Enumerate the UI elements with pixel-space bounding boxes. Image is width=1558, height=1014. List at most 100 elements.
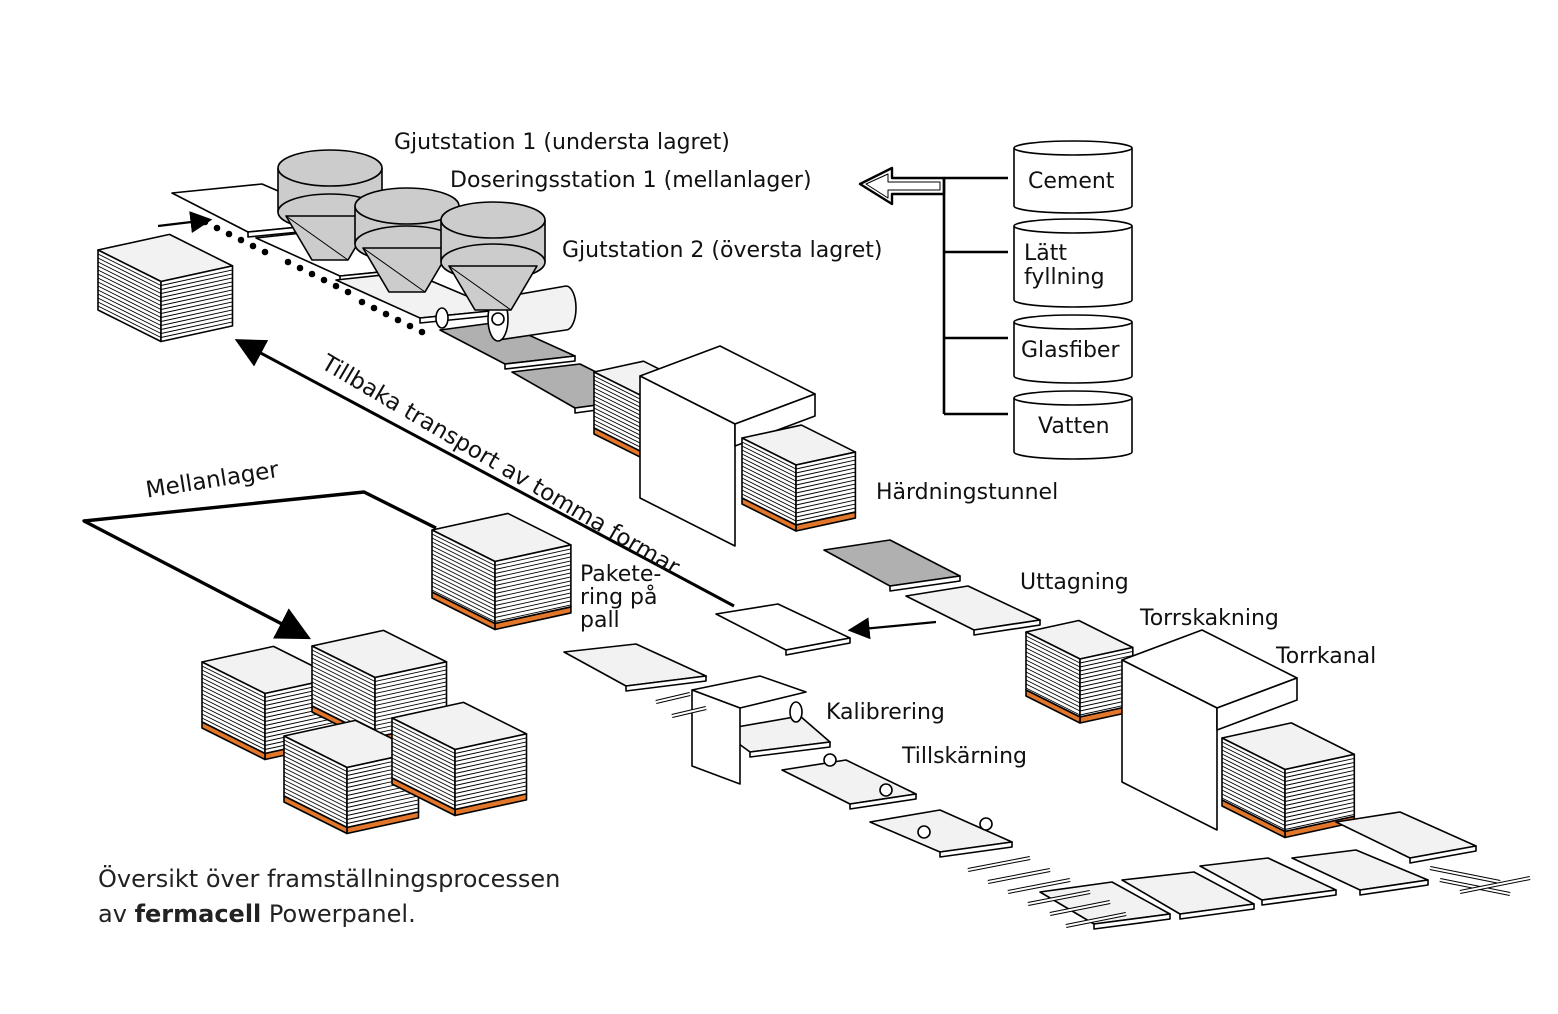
roller-bar-hl <box>655 693 691 703</box>
stack-into-tunnel-line <box>593 419 649 448</box>
arrow-mellanlager <box>82 490 437 640</box>
lager-stack-2-line <box>374 697 447 714</box>
label-paketering-line3: pall <box>580 608 620 634</box>
empty-mould-stack-line <box>160 281 233 298</box>
curing-tunnel-side <box>639 375 736 547</box>
roller-dot <box>261 248 269 256</box>
stack-paketering-line <box>431 541 496 574</box>
empty-mould-stack-line <box>97 301 162 334</box>
stack-in-drytunnel-line <box>1221 761 1286 794</box>
stack-in-tunnel-line <box>795 491 856 506</box>
stack-in-drytunnel-line <box>1221 769 1286 802</box>
lager-stack-4-line <box>454 761 527 778</box>
lager-stack-1-line <box>201 709 266 742</box>
empty-mould-stack-line <box>160 289 233 306</box>
saw-blade-icon <box>823 753 837 767</box>
stack-into-tunnel-line <box>593 423 649 452</box>
lager-stack-4-line <box>454 757 527 774</box>
stack-in-drytunnel-line <box>1284 761 1355 778</box>
stack-into-tunnel-line <box>593 383 649 412</box>
stack-paketering-line <box>494 572 571 590</box>
stack-in-tunnel-line <box>741 485 797 514</box>
stack-in-drytunnel-line <box>1221 789 1286 822</box>
label-paketering-line2: ring på <box>580 585 658 611</box>
stack-in-tunnel-line <box>795 499 856 514</box>
lager-stack-4-line <box>454 769 527 786</box>
lager-stack-4-line <box>391 737 456 770</box>
stack-into-drytunnel-line <box>1025 663 1081 692</box>
lager-stack-2-line <box>374 701 447 718</box>
stack-in-drytunnel-line <box>1284 781 1355 798</box>
stack-into-drytunnel-line <box>1025 687 1081 716</box>
lager-stack-4-line <box>454 785 527 802</box>
lager-stack-2-line <box>311 657 376 690</box>
stack-paketering-line <box>431 581 496 614</box>
panel-out-1-edge <box>1093 913 1171 930</box>
lager-stack-3-line <box>283 771 348 804</box>
lager-stack-1-line <box>201 673 266 706</box>
drum-vatten-body <box>1013 398 1133 460</box>
dry-tunnel-side <box>1121 659 1218 831</box>
stack-in-tunnel-line <box>741 449 797 478</box>
stack-in-tunnel-line <box>741 445 797 474</box>
lager-stack-3-line <box>283 755 348 788</box>
drum-vatten-top <box>1013 390 1133 406</box>
stack-into-drytunnel-line <box>1025 667 1081 696</box>
stack-in-tunnel-line <box>795 467 856 482</box>
lager-stack-2-line <box>311 689 376 722</box>
stack-in-drytunnel-line <box>1221 773 1286 806</box>
stack-into-drytunnel-pallet-side <box>1025 689 1081 724</box>
stack-in-drytunnel-line <box>1284 801 1355 818</box>
stack-in-drytunnel-line <box>1221 785 1286 818</box>
lager-stack-4-pallet-side <box>391 777 456 817</box>
stack-in-drytunnel-line <box>1284 805 1355 822</box>
lager-stack-2-line <box>374 693 447 710</box>
stack-paketering-line <box>431 545 496 578</box>
caption-line1: Översikt över framställningsprocessen <box>98 865 561 893</box>
lager-stack-2-line <box>311 649 376 682</box>
roller-dot <box>344 288 352 296</box>
roller-dot <box>308 270 316 278</box>
stack-into-drytunnel-line <box>1025 635 1081 664</box>
stack-in-tunnel-line <box>795 503 856 518</box>
stack-into-tunnel-line <box>593 399 649 428</box>
returning-mould-edge <box>785 637 851 656</box>
stack-in-tunnel-line <box>741 489 797 518</box>
stack-paketering-line <box>494 584 571 602</box>
roller-hub <box>491 312 505 326</box>
stack-paketering-line <box>494 548 571 566</box>
caption-prefix: av <box>98 899 127 928</box>
hopper-gjut2-top <box>440 201 546 239</box>
stack-paketering-line <box>494 604 571 622</box>
panel-cut-2-edge <box>939 841 1013 858</box>
stack-paketering-line <box>494 560 571 578</box>
stack-in-tunnel-line <box>795 471 856 486</box>
empty-mould-stack-line <box>97 257 162 290</box>
lager-stack-1-line <box>201 697 266 730</box>
stack-paketering-line <box>494 568 571 586</box>
stack-paketering-line <box>431 577 496 610</box>
stack-in-drytunnel-line <box>1221 745 1286 778</box>
empty-mould-stack-line <box>97 297 162 330</box>
label-paketering: Pakete- ring på pall <box>580 563 661 632</box>
stack-into-tunnel-line <box>593 387 649 416</box>
panel-out-3-edge <box>1261 889 1337 906</box>
lager-stack-4-line <box>454 789 527 806</box>
hopper-gjut1-funnel-edge <box>285 215 349 261</box>
stack-into-drytunnel-line <box>1079 655 1133 668</box>
material-latt-fyllning: Lätt fyllning <box>1024 241 1105 290</box>
label-uttagning: Uttagning <box>1020 570 1129 595</box>
stack-paketering-line <box>431 569 496 602</box>
stack-in-tunnel-line <box>795 487 856 502</box>
label-hardningstunnel: Härdningstunnel <box>876 480 1059 505</box>
roller-end-2 <box>435 307 449 329</box>
stack-in-tunnel-line <box>741 493 797 522</box>
lager-stack-1-line <box>201 665 266 698</box>
stack-into-drytunnel-line <box>1025 675 1081 704</box>
lager-stack-4-line <box>391 753 456 786</box>
stack-paketering-line <box>494 580 571 598</box>
stack-in-tunnel-line <box>795 459 856 474</box>
roller-bar-hl <box>671 707 707 717</box>
stack-in-drytunnel-line <box>1221 753 1286 786</box>
stack-in-drytunnel-line <box>1284 813 1355 830</box>
